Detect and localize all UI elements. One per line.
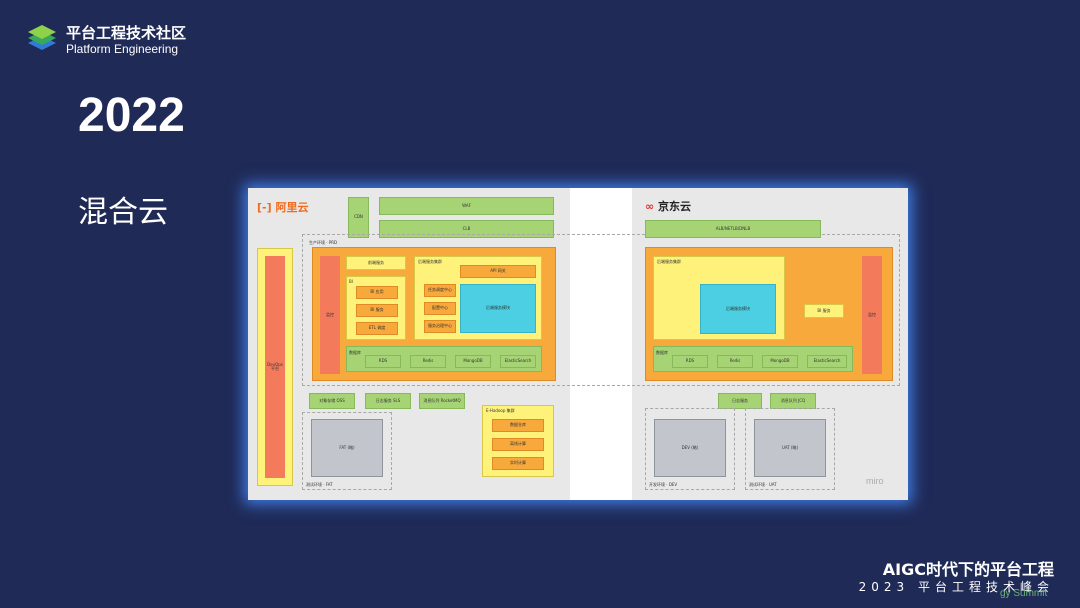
config-center-box: 配置中心 [424,302,456,315]
aliyun-db-rds: RDS [365,355,401,368]
cloud-separator [570,188,632,500]
cdn-box: CDN [348,197,369,238]
frontend-service-box: 前端服务 [346,256,406,270]
hadoop-realtime-compute: 实时计算 [492,457,544,470]
slide-year: 2022 [78,89,185,142]
aliyun-backend-modules: 后端服务模块 [460,284,536,333]
bi-group-label: BI [349,279,353,284]
aliyun-db-mongodb: MongoDB [455,355,491,368]
aliyun-monitor-box: 监控 [320,256,340,374]
aliyun-db-redis: Redis [410,355,446,368]
aliyun-database-label: 数据库 [349,350,361,355]
event-title: AIGC时代下的平台工程 [882,560,1054,579]
brand-name-cn: 平台工程技术社区 [66,24,187,42]
etl-box: ETL 调度 [356,322,398,335]
summit-decoration: gy Summit [1000,588,1048,599]
jd-db-rds: RDS [672,355,708,368]
brand-name-en: Platform Engineering [66,42,179,56]
architecture-diagram: [-] 阿里云 CDN WAF CLB 生产环境 · PRD DevOps 平台… [248,188,908,500]
jd-db-redis: Redis [717,355,753,368]
uat-env-label: 测试环境 · UAT [749,482,777,487]
uat-box: UAT (略) [754,419,826,477]
jdcloud-vendor-label: 京东云 [658,200,692,213]
aliyun-logo: [-] 阿里云 [257,199,308,215]
service-gov-box: 服务治理中心 [424,320,456,333]
fat-env-region [302,412,392,490]
event-subtitle: 2023 平台工程技术峰会 [858,580,1054,594]
api-gateway-box: API 网关 [460,265,536,278]
fat-box: FAT (略) [311,419,383,477]
platform-logo-icon [28,25,56,50]
task-center-box: 任务调度中心 [424,284,456,297]
prod-env-label: 生产环境 · PRD [309,240,338,245]
miro-watermark: miro [866,476,884,486]
hadoop-data-warehouse: 数据仓库 [492,419,544,432]
oss-box: 对象存储 OSS [309,393,355,409]
jd-db-mongodb: MongoDB [762,355,798,368]
prod-env-region [302,234,900,386]
jd-backend-modules: 后端服务模块 [700,284,776,334]
dev-env-region [645,408,735,490]
hadoop-offline-compute: 离线计算 [492,438,544,451]
dev-env-label: 开发环境 · DEV [649,482,678,487]
jdcloud-mark-icon: ∞ [645,200,655,213]
aliyun-db-es: ElasticSearch [500,355,536,368]
aliyun-bracket-icon: [-] [257,201,272,214]
aliyun-backend-cluster-label: 后端服务集群 [418,259,442,264]
hadoop-cluster-label: E-Hadoop 集群 [486,408,515,413]
jd-database-label: 数据库 [656,350,668,355]
bi-app-box: BI 应用 [356,286,398,299]
rocketmq-box: 消息队列 RocketMQ [419,393,465,409]
sls-box: 日志服务 SLS [365,393,411,409]
bi-service-box: BI 服务 [356,304,398,317]
jd-db-es: ElasticSearch [807,355,847,368]
fat-env-label: 测试环境 · FAT [306,482,333,487]
aliyun-vendor-label: 阿里云 [275,201,309,214]
jd-backend-cluster-label: 后端服务集群 [657,259,681,264]
jd-log-box: 日志服务 [718,393,762,409]
dev-box: DEV (略) [654,419,726,477]
jdcloud-logo: ∞ 京东云 [645,198,691,214]
devops-box: DevOps 平台 [265,256,285,478]
slide-subtitle: 混合云 [78,195,168,230]
jd-monitor-box: 监控 [862,256,882,374]
uat-env-region [745,408,835,490]
jd-bi-service-box: BI 服务 [804,304,844,318]
jcq-box: 消息队列 JCQ [770,393,816,409]
alb-box: ALB/NETLB/DNLB [645,220,821,238]
clb-box: CLB [379,220,554,238]
waf-box: WAF [379,197,554,215]
